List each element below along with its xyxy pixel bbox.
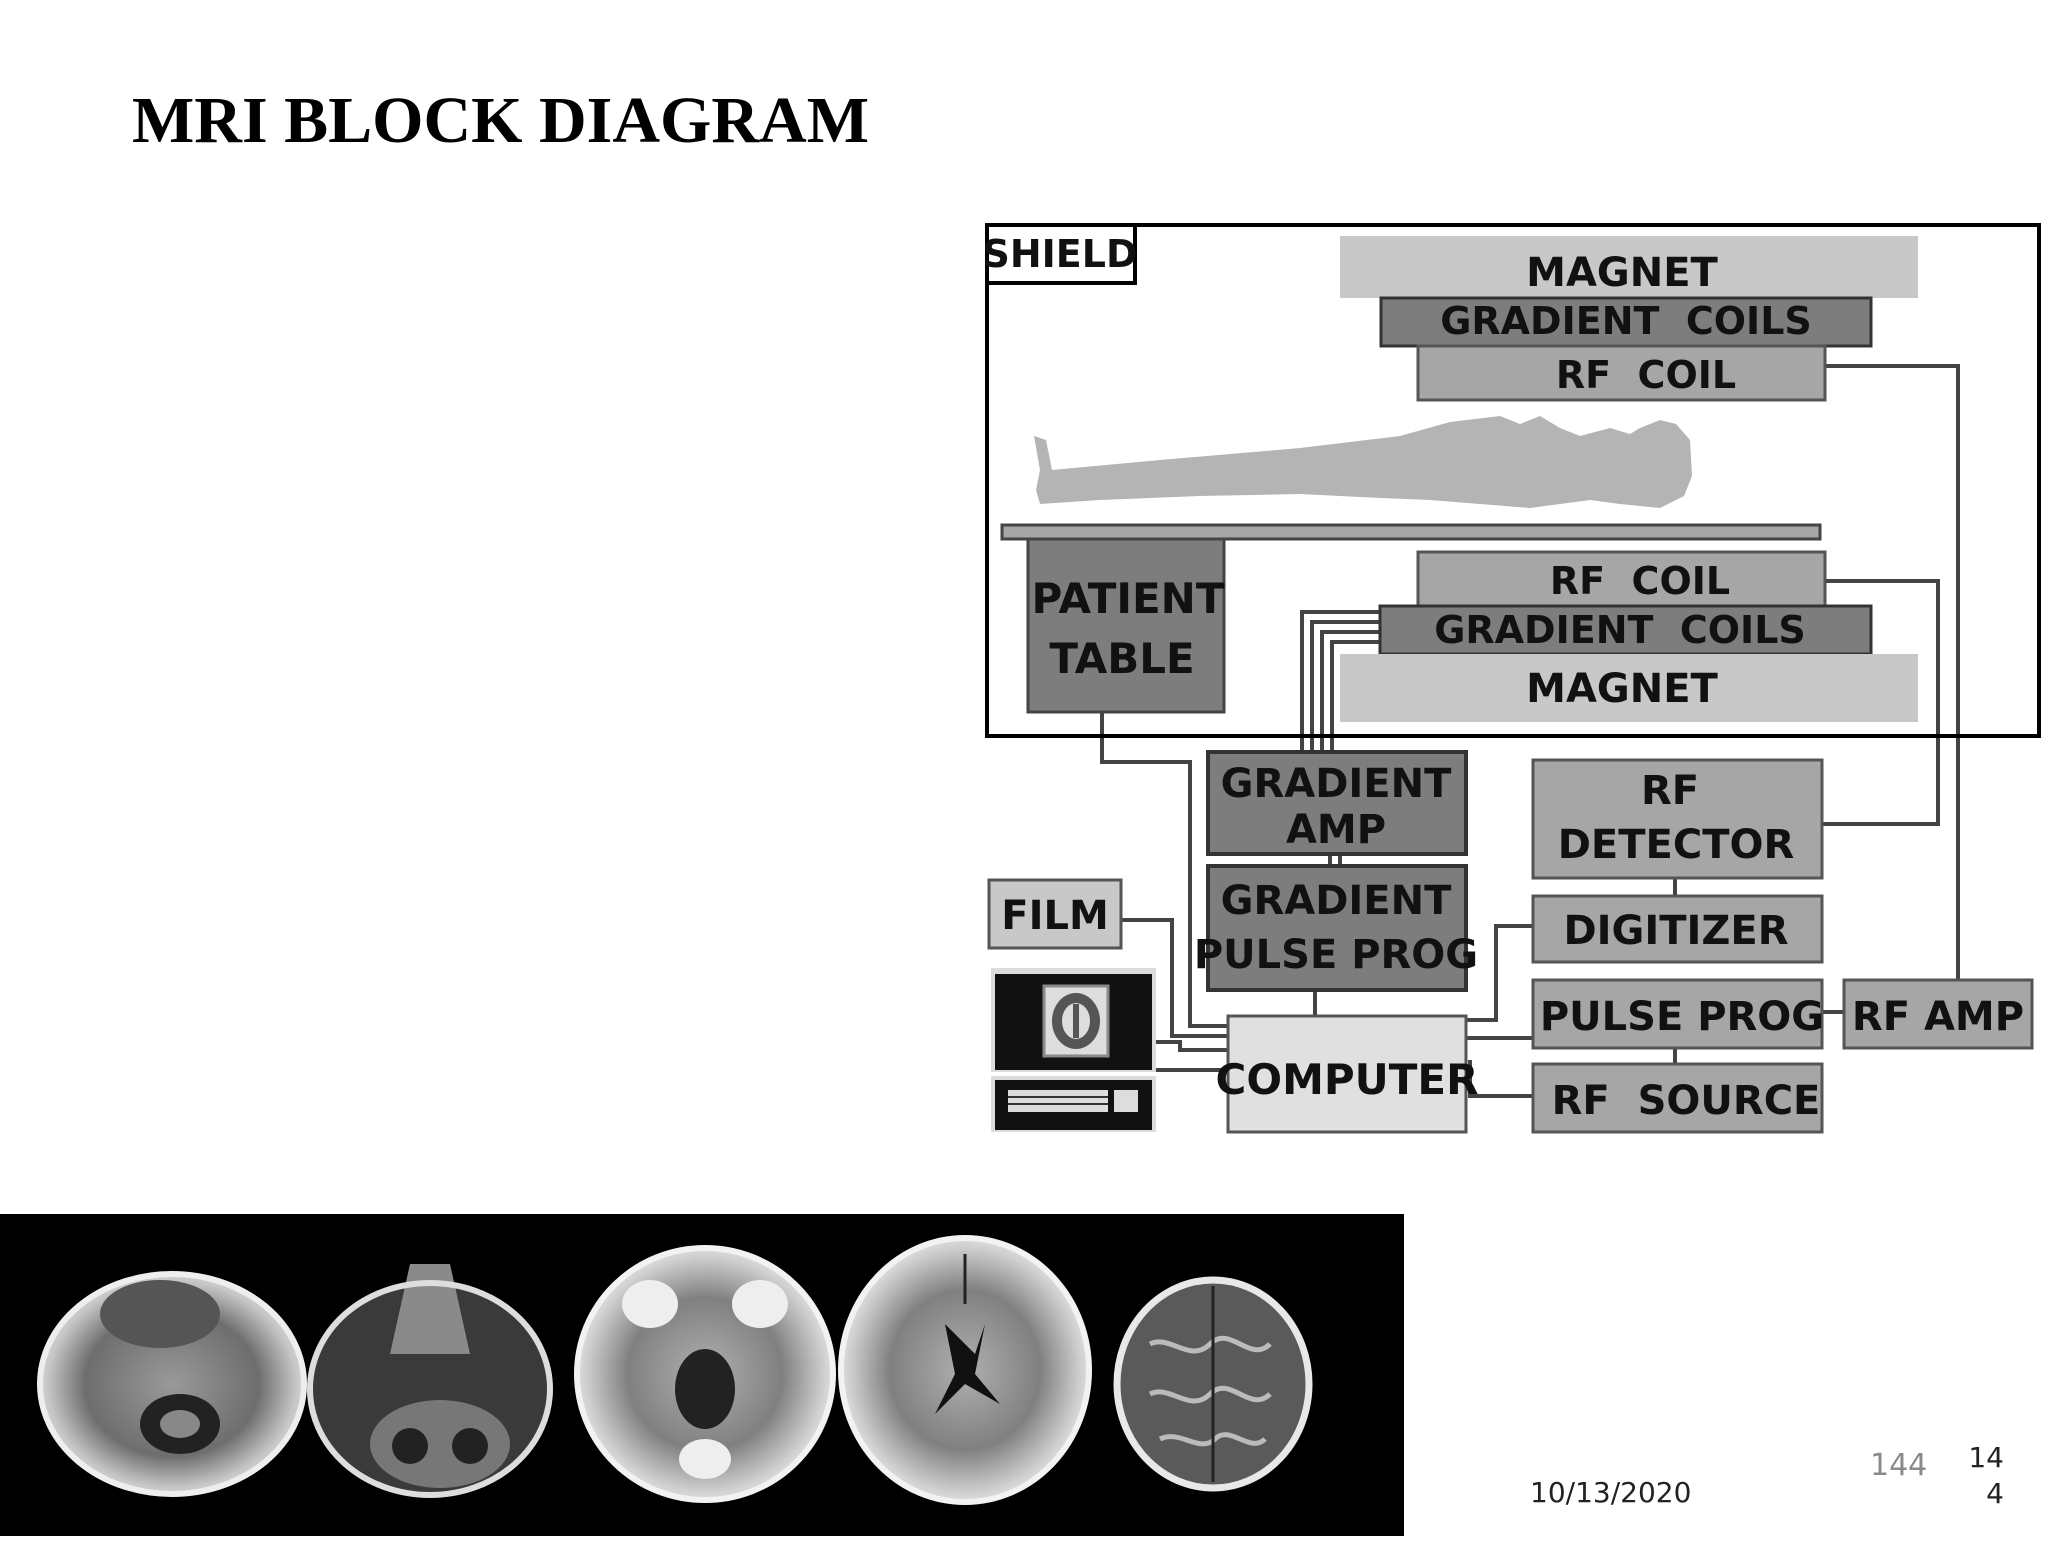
mri-scan-images xyxy=(37,1235,1313,1505)
rf-amp-block xyxy=(1842,978,2034,1050)
film-block xyxy=(987,878,1123,950)
patient-table-block xyxy=(1026,537,1226,714)
scan-slice-2 xyxy=(307,1264,553,1498)
shield-label: SHIELD xyxy=(982,232,1137,276)
pulse-prog-label: PULSE PROG xyxy=(1540,994,1824,1040)
computer-label: COMPUTER xyxy=(1216,1055,1479,1104)
rf-coil-top-label: RF COIL xyxy=(1556,353,1736,397)
patient-silhouette xyxy=(1034,416,1692,508)
slide-number-wrapped: 14 4 xyxy=(1960,1440,2004,1512)
gradient-pulse-prog-label-line2: PULSE PROG xyxy=(1194,932,1478,978)
patient-table-label-line1: PATIENT xyxy=(1032,574,1225,623)
film-label: FILM xyxy=(1001,893,1109,939)
mri-scan-strip xyxy=(0,1214,1404,1536)
scan-slice-5 xyxy=(1113,1276,1313,1492)
gradient-amp-label-line1: GRADIENT xyxy=(1221,761,1452,807)
slide-date: 10/13/2020 xyxy=(1530,1476,1692,1509)
scan-slice-3 xyxy=(574,1245,836,1503)
magnet-top-block xyxy=(1340,236,1918,298)
patient-table-label-line2: TABLE xyxy=(1049,634,1194,683)
rf-detector-label-line2: DETECTOR xyxy=(1558,822,1795,868)
rf-source-block xyxy=(1531,1062,1824,1134)
rf-detector-label-line1: RF xyxy=(1641,768,1699,814)
gradient-pulse-prog-block xyxy=(1206,864,1468,992)
gradient-coils-bottom-block xyxy=(1378,604,1873,656)
rf-coil-bottom-label: RF COIL xyxy=(1550,559,1730,603)
scan-slice-1 xyxy=(37,1271,307,1497)
gradient-amp-block xyxy=(1206,750,1468,856)
shield-frame xyxy=(985,223,2041,738)
rf-coil-top-block xyxy=(1416,344,1827,402)
gradient-coils-top-label: GRADIENT COILS xyxy=(1440,299,1812,343)
connector-lines xyxy=(1100,364,1960,1098)
rf-detector-block xyxy=(1531,758,1824,880)
slide-number-wrapped-line1: 14 xyxy=(1968,1441,2004,1474)
shield-label-box xyxy=(985,223,1137,285)
rf-amp-label: RF AMP xyxy=(1852,994,2024,1040)
slide-number: 144 xyxy=(1870,1448,1928,1483)
table-surface xyxy=(1000,523,1822,541)
magnet-bottom-block xyxy=(1340,654,1918,722)
gradient-amp-label-line2: AMP xyxy=(1286,807,1386,853)
magnet-bottom-label: MAGNET xyxy=(1526,666,1718,712)
digitizer-label: DIGITIZER xyxy=(1563,908,1788,954)
pulse-prog-block xyxy=(1531,978,1824,1050)
rf-source-label: RF SOURCE xyxy=(1552,1078,1821,1124)
gradient-coils-bottom-label: GRADIENT COILS xyxy=(1434,608,1806,652)
magnet-top-label: MAGNET xyxy=(1526,250,1718,296)
gradient-pulse-prog-label-line1: GRADIENT xyxy=(1221,878,1452,924)
display-monitor-icon xyxy=(991,968,1156,1072)
scan-slice-4 xyxy=(838,1235,1092,1505)
slide-title: MRI BLOCK DIAGRAM xyxy=(132,84,869,157)
keyboard-icon xyxy=(991,1076,1156,1132)
digitizer-block xyxy=(1531,894,1824,964)
computer-block xyxy=(1226,1014,1468,1134)
slide-number-wrapped-line2: 4 xyxy=(1986,1477,2004,1510)
